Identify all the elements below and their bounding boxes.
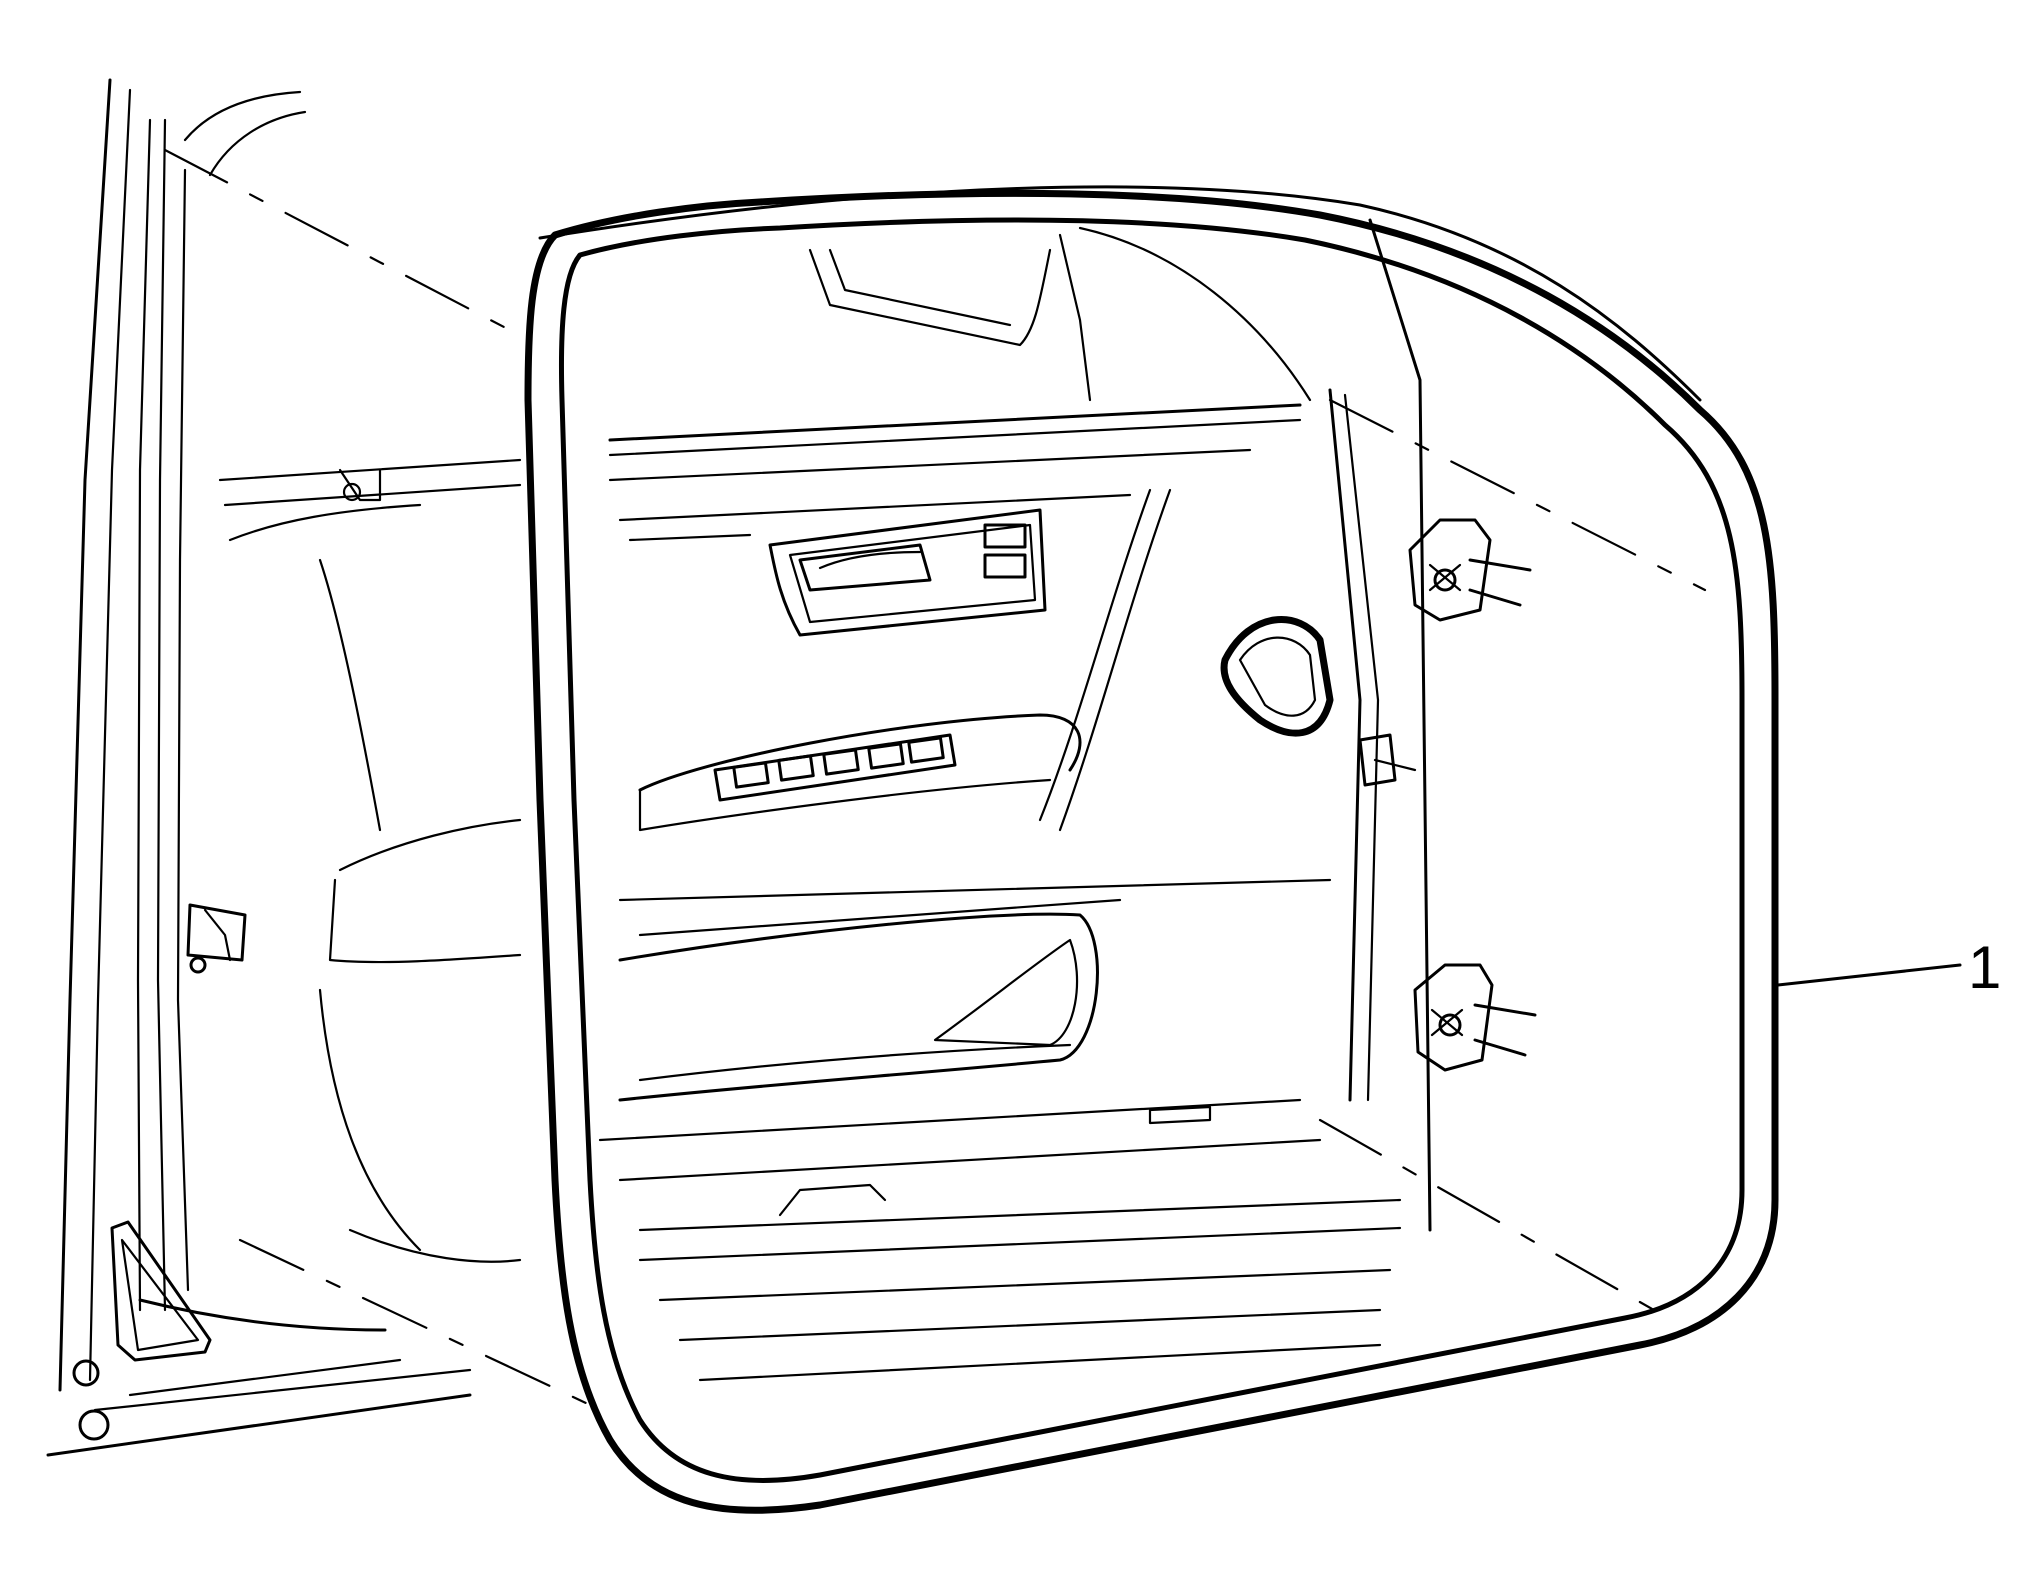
roof-arc-2 xyxy=(208,110,307,177)
door-seal-inner xyxy=(558,217,1745,1483)
window-switch-2 xyxy=(777,754,815,782)
mount-bolt xyxy=(342,482,362,502)
b-line-2 xyxy=(156,118,167,1312)
mid-panel-1 xyxy=(618,878,1332,902)
b-line-1 xyxy=(136,118,152,1312)
upper-hinge xyxy=(1408,518,1532,622)
window-frame-1 xyxy=(808,248,1052,347)
upper-trim-2 xyxy=(628,533,752,542)
door-shell-top xyxy=(538,185,1702,402)
door-seal xyxy=(524,189,1779,1514)
lower-panel-2 xyxy=(618,1138,1322,1182)
alignment-line-3 xyxy=(1318,1118,1670,1320)
sill-lower xyxy=(46,1393,472,1457)
console-edge xyxy=(318,558,382,832)
belt-line-2 xyxy=(608,448,1252,482)
sill-trim-1 xyxy=(638,1198,1402,1232)
sill-trim-3 xyxy=(658,1268,1392,1302)
window-switch-4 xyxy=(867,742,905,770)
striker-plate xyxy=(186,903,247,962)
drain-hole-inner xyxy=(120,1238,200,1352)
inside-door-handle xyxy=(798,543,932,592)
grab-handle xyxy=(1220,616,1334,737)
door-check xyxy=(1358,733,1397,787)
alignment-line-4 xyxy=(238,1238,607,1414)
sill-clip xyxy=(778,1183,887,1217)
belt-line xyxy=(608,403,1302,442)
map-pocket xyxy=(618,912,1099,1102)
window-switch-3 xyxy=(822,748,860,776)
drain-hole xyxy=(110,1220,212,1362)
lower-panel-1 xyxy=(598,1098,1302,1142)
rivet-2 xyxy=(78,1409,110,1441)
window-switch-1 xyxy=(732,761,770,789)
door-shell-hinge-side xyxy=(1368,218,1432,1232)
hinge-edge-1 xyxy=(1328,388,1362,1102)
handle-pull xyxy=(818,550,922,570)
callout-leader-line xyxy=(1776,963,1962,987)
floor-line xyxy=(348,1228,522,1263)
seat-side xyxy=(318,988,422,1252)
mid-panel-curve-2 xyxy=(1058,488,1172,832)
seat-top xyxy=(338,818,522,872)
door-check-arm xyxy=(1373,758,1417,772)
alignment-line-1 xyxy=(163,148,527,340)
map-pocket-lip xyxy=(638,1043,1072,1082)
callout-1: 1 xyxy=(1776,934,2001,1001)
mid-panel-curve xyxy=(1038,488,1152,822)
hinge-edge-2 xyxy=(1343,393,1380,1102)
roof-arc-1 xyxy=(183,90,302,142)
lower-hinge xyxy=(1413,963,1537,1072)
handle-bezel xyxy=(768,508,1047,637)
map-pocket-inner xyxy=(933,938,1079,1047)
dash-detail xyxy=(228,503,422,542)
rivet-1 xyxy=(72,1359,100,1387)
reflector xyxy=(1148,1105,1212,1125)
armrest-front xyxy=(638,778,1052,832)
sill-line-1 xyxy=(93,1368,472,1412)
window-switch-panel xyxy=(713,733,957,802)
a-pillar-inner xyxy=(88,88,132,1382)
callout-label-1: 1 xyxy=(1968,934,2001,1001)
seat-front xyxy=(328,878,522,964)
lock-switch-1 xyxy=(983,523,1027,549)
sill-trim-2 xyxy=(638,1226,1402,1262)
dash-line xyxy=(223,483,522,507)
a-pillar-outer xyxy=(58,78,112,1392)
grab-handle-inner xyxy=(1238,636,1317,717)
striker-bolt xyxy=(189,956,207,974)
alignment-line-2 xyxy=(1328,398,1707,592)
armrest-top xyxy=(638,713,1082,792)
interior-trim xyxy=(218,458,522,1263)
b-line-3 xyxy=(176,168,190,1292)
opening-lower-curve xyxy=(138,1298,387,1332)
window-switch-5 xyxy=(907,736,945,764)
vehicle-body-opening xyxy=(46,78,472,1457)
sill-trim-4 xyxy=(678,1308,1382,1342)
window-frame-2 xyxy=(828,248,1012,327)
alignment-lines xyxy=(163,148,1707,1414)
front-door xyxy=(538,185,1702,1382)
sill-line-2 xyxy=(128,1358,402,1397)
window-frame-3 xyxy=(1058,233,1092,402)
upper-trim-1 xyxy=(618,493,1132,522)
striker-bracket xyxy=(203,908,232,962)
door-seal-outer xyxy=(524,189,1779,1514)
lock-switch-2 xyxy=(983,553,1027,579)
dash-top xyxy=(218,458,522,482)
window-frame-4 xyxy=(1078,226,1312,402)
sill-trim-5 xyxy=(698,1343,1382,1382)
belt-line-3 xyxy=(608,418,1302,457)
mid-panel-2 xyxy=(638,898,1122,937)
handle-bezel-inner xyxy=(788,523,1037,624)
